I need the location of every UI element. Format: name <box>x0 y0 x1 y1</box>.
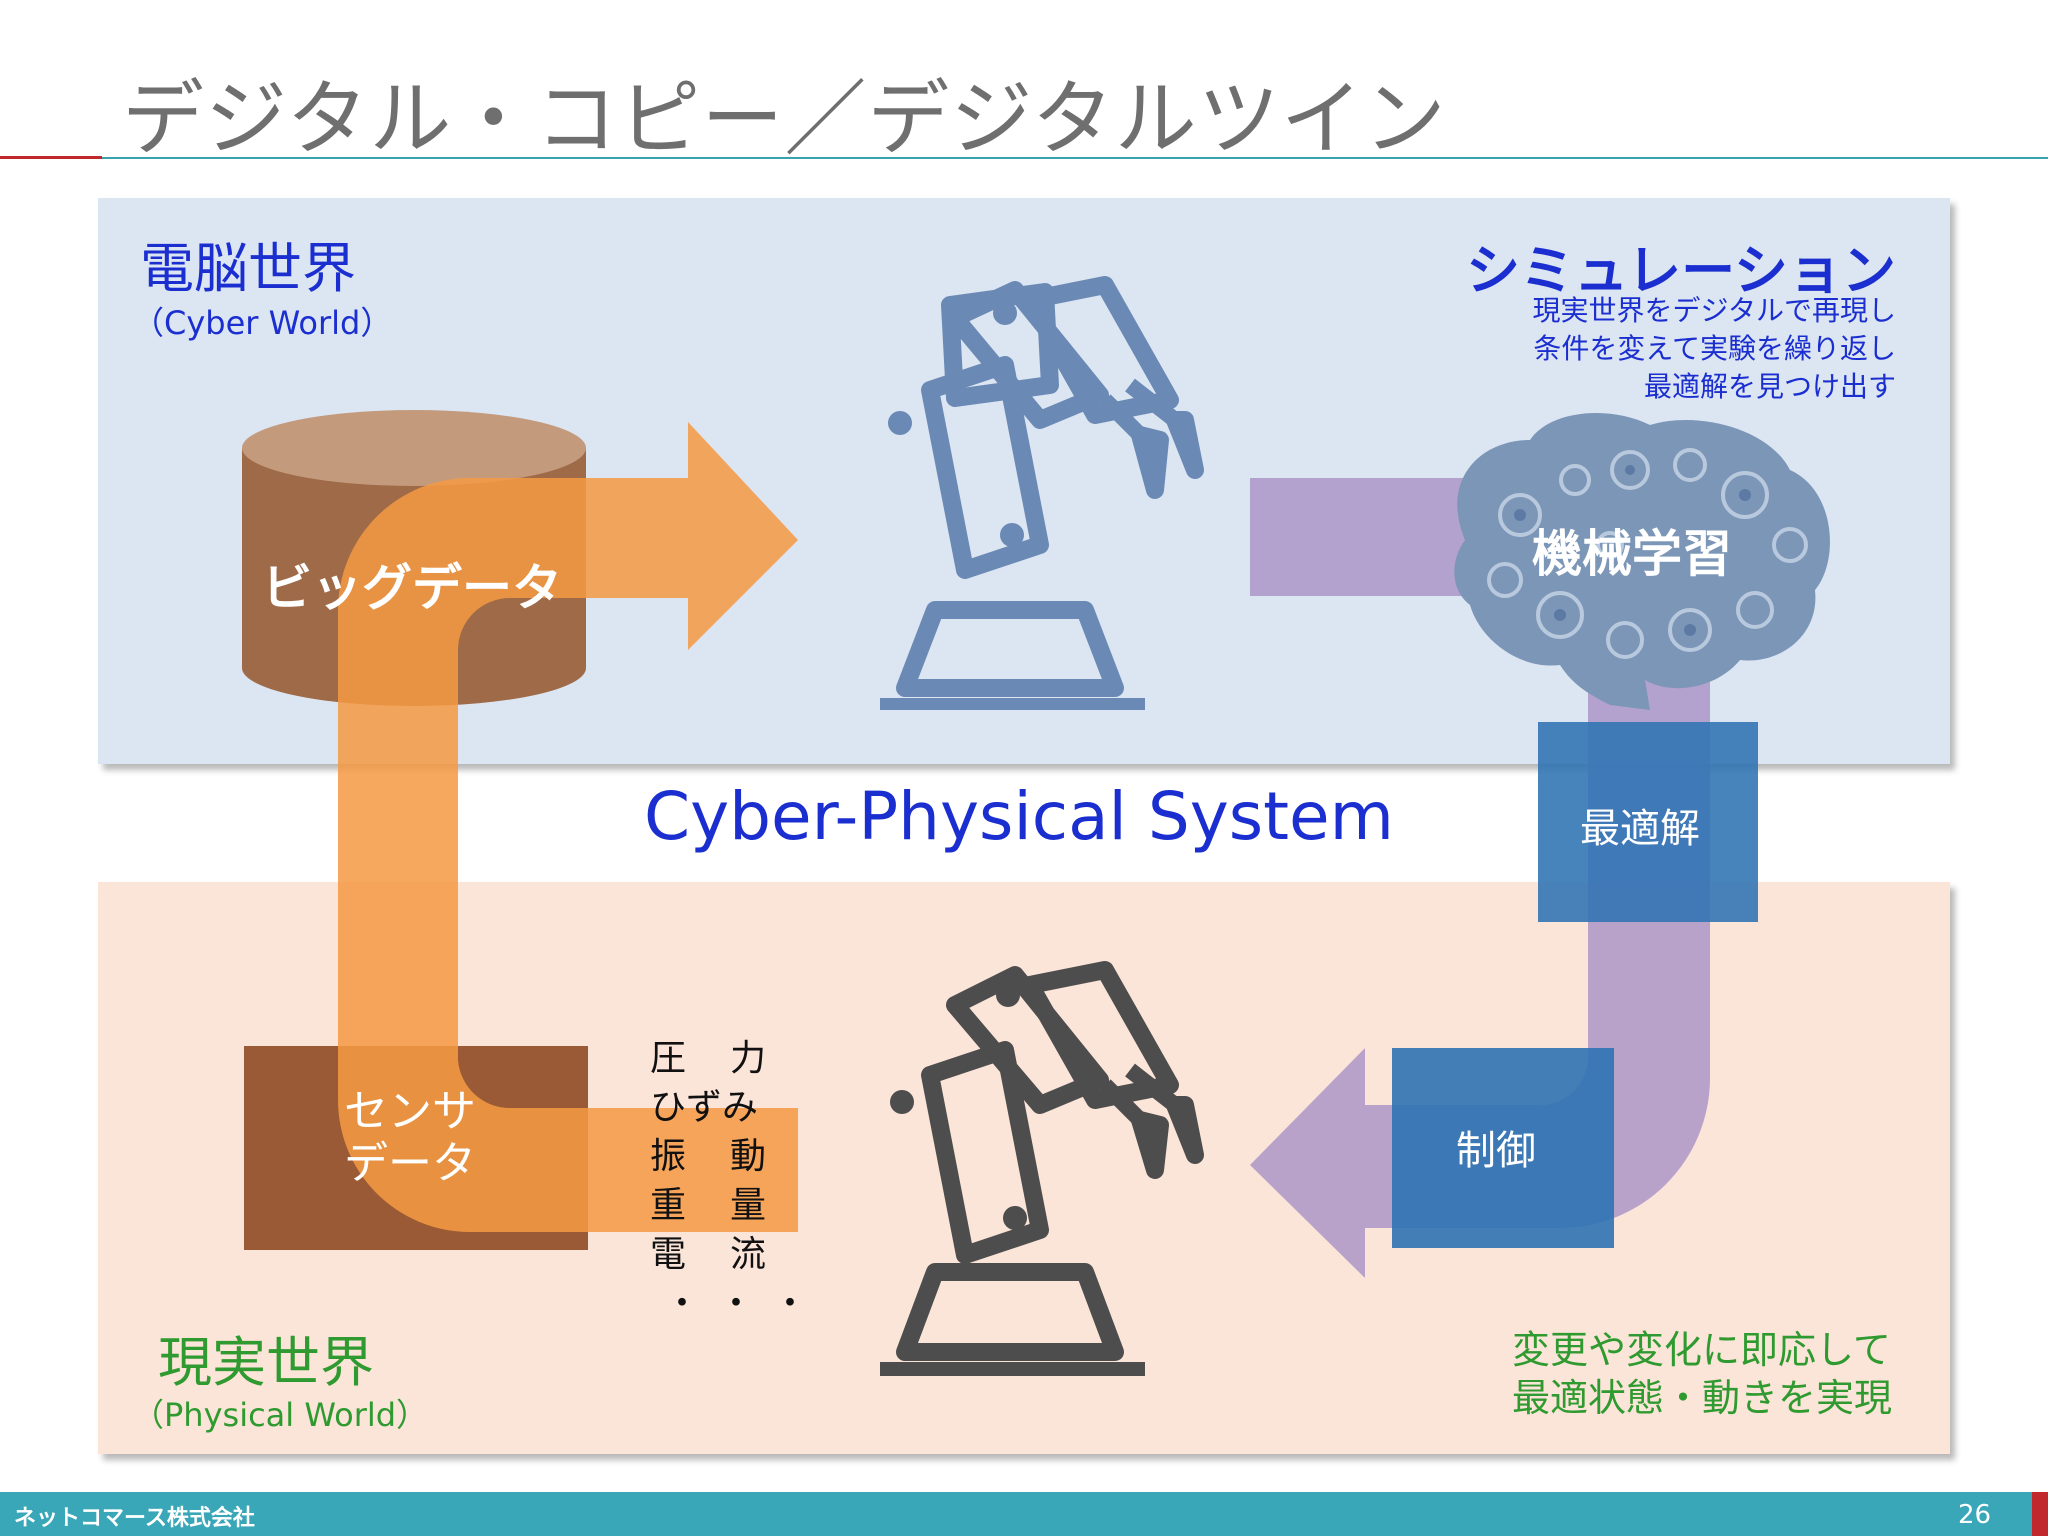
page-number: 26 <box>1958 1500 1992 1530</box>
cyber-world-heading: 電脳世界 <box>140 237 356 300</box>
optimal-solution-box <box>1538 722 1758 922</box>
data-flow-arrow <box>338 422 798 1232</box>
measurement-char: ・・・ <box>664 1283 827 1324</box>
measurement-char: 流 <box>730 1234 767 1275</box>
sensor-data-line: センサ <box>344 1086 476 1137</box>
measurement-char: 重 <box>650 1185 687 1226</box>
measurement-char: ひずみ <box>650 1087 759 1128</box>
title-rule <box>102 157 2048 159</box>
simulation-line: 条件を変えて実験を繰り返し <box>1533 332 1896 365</box>
measurement-char: 圧 <box>650 1038 687 1079</box>
measurement-char: 力 <box>730 1038 767 1079</box>
measurement-char: 動 <box>730 1136 767 1177</box>
simulation-description: 現実世界をデジタルで再現し 条件を変えて実験を繰り返し 最適解を見つけ出す <box>1533 292 1896 406</box>
physical-world-subheading: （Physical World） <box>132 1396 429 1434</box>
machine-learning-label: 機械学習 <box>1532 525 1732 583</box>
sensor-data-label: センサ データ <box>344 1086 476 1190</box>
control-label: 制御 <box>1456 1128 1536 1174</box>
robot-arm-icon <box>880 961 1204 1376</box>
slide-title: デジタル・コピー／デジタルツイン <box>122 72 1447 167</box>
robot-arm-icon <box>880 276 1204 710</box>
measurement-char: 電 <box>650 1234 687 1275</box>
footer-accent <box>2032 1492 2048 1536</box>
measurement-char: 振 <box>650 1136 687 1177</box>
simulation-line: 最適解を見つけ出す <box>1643 370 1896 403</box>
company-name: ネットコマース株式会社 <box>14 1506 255 1531</box>
title-rule-accent <box>0 156 102 159</box>
realization-line: 最適状態・動きを実現 <box>1511 1376 1892 1420</box>
optimal-solution-label: 最適解 <box>1580 806 1700 852</box>
realization-line: 変更や変化に即応して <box>1511 1328 1891 1372</box>
realization-text: 変更や変化に即応して 最適状態・動きを実現 <box>1512 1326 1892 1422</box>
simulation-heading: シミュレーション <box>1466 239 1896 302</box>
footer-bar <box>0 1492 2048 1536</box>
physical-world-heading: 現実世界 <box>158 1331 374 1394</box>
sensor-data-line: データ <box>344 1138 476 1189</box>
simulation-line: 現実世界をデジタルで再現し <box>1532 294 1896 327</box>
measurement-char: 量 <box>730 1185 767 1226</box>
big-data-label: ビッグデータ <box>262 559 562 617</box>
cyber-world-subheading: （Cyber World） <box>132 304 393 342</box>
control-box <box>1392 1048 1614 1248</box>
cyber-physical-system-label: Cyber-Physical System <box>644 778 1394 855</box>
brain-gears-icon <box>1454 413 1830 710</box>
